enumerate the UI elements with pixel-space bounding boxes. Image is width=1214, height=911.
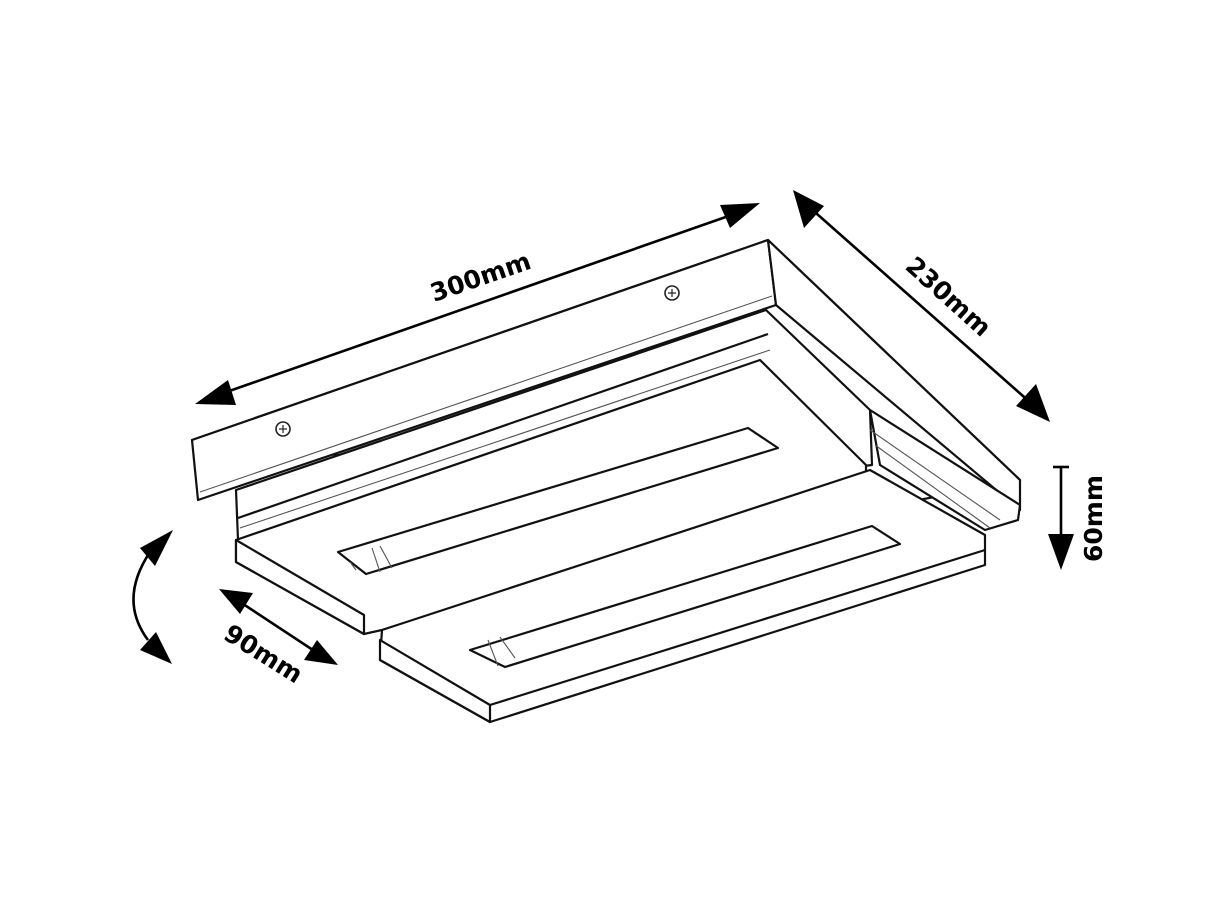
arrow-head-icon bbox=[219, 589, 253, 614]
dimension-height: 60mm bbox=[1048, 465, 1108, 570]
label-offset: 90mm bbox=[219, 618, 308, 689]
arrow-head-icon bbox=[720, 203, 760, 228]
arrow-head-icon bbox=[195, 380, 236, 405]
lower-panel-slot bbox=[468, 524, 902, 669]
label-length: 300mm bbox=[427, 246, 535, 307]
upper-panel-slot bbox=[336, 426, 780, 576]
label-height: 60mm bbox=[1079, 475, 1108, 562]
arrow-head-icon bbox=[1016, 384, 1050, 422]
rotation-arrow-icon bbox=[132, 530, 173, 664]
arrow-head-icon bbox=[793, 190, 824, 228]
arrow-head-icon bbox=[304, 640, 338, 665]
screw-icon bbox=[664, 285, 680, 301]
screw-icon bbox=[275, 421, 291, 437]
arrow-head-icon bbox=[1048, 534, 1074, 570]
lower-light-panel bbox=[378, 468, 987, 724]
upper-light-panel bbox=[234, 358, 868, 636]
